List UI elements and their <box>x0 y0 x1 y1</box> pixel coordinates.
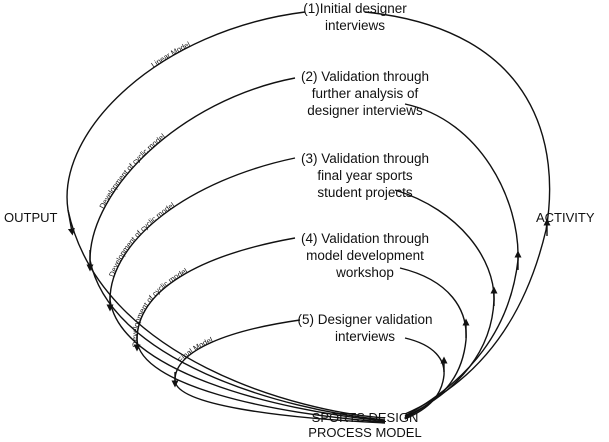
stage-1-text: (1)Initial designer interviews <box>303 1 407 33</box>
svg-text:Development of cyclic model: Development of cyclic model <box>97 132 167 211</box>
output-arrow <box>67 209 75 236</box>
stage-3-text: (3) Validation through final year sports… <box>300 151 430 200</box>
stage-2-label: (2) Validation through further analysis … <box>285 68 445 119</box>
loop-5-return-curve <box>404 337 445 420</box>
stage-1-label: (1)Initial designer interviews <box>285 0 425 34</box>
loop-1-return-curve <box>364 11 551 415</box>
path-label-2: Development of cyclic model <box>97 132 167 211</box>
output-label: OUTPUT <box>4 210 58 225</box>
path-label-3: Development of cyclic model <box>107 200 176 278</box>
stage-5-label: (5) Designer validation interviews <box>285 311 445 345</box>
stage-3-label: (3) Validation through final year sports… <box>285 150 445 201</box>
path-label-4: Development of cyclic model <box>130 266 189 348</box>
path-label-5: Final Model <box>176 335 214 364</box>
svg-text:Development of cyclic model: Development of cyclic model <box>107 200 176 278</box>
stage-4-label: (4) Validation through model development… <box>285 230 445 281</box>
center-label-text: SPORTS DESIGN PROCESS MODEL <box>308 410 422 440</box>
center-label: SPORTS DESIGN PROCESS MODEL <box>300 410 430 440</box>
svg-text:Linear Model: Linear Model <box>149 40 192 70</box>
loop-3-return-curve <box>394 189 495 418</box>
stage-4-text: (4) Validation through model development… <box>300 231 430 280</box>
stage-5-text: (5) Designer validation interviews <box>297 312 433 344</box>
activity-label: ACTIVITY <box>536 210 595 225</box>
path-label-1: Linear Model <box>149 40 192 70</box>
stage-2-text: (2) Validation through further analysis … <box>300 69 430 118</box>
svg-text:Final Model: Final Model <box>176 335 214 364</box>
svg-text:Development of cyclic model: Development of cyclic model <box>130 266 189 348</box>
loop-4-curve <box>136 237 386 423</box>
